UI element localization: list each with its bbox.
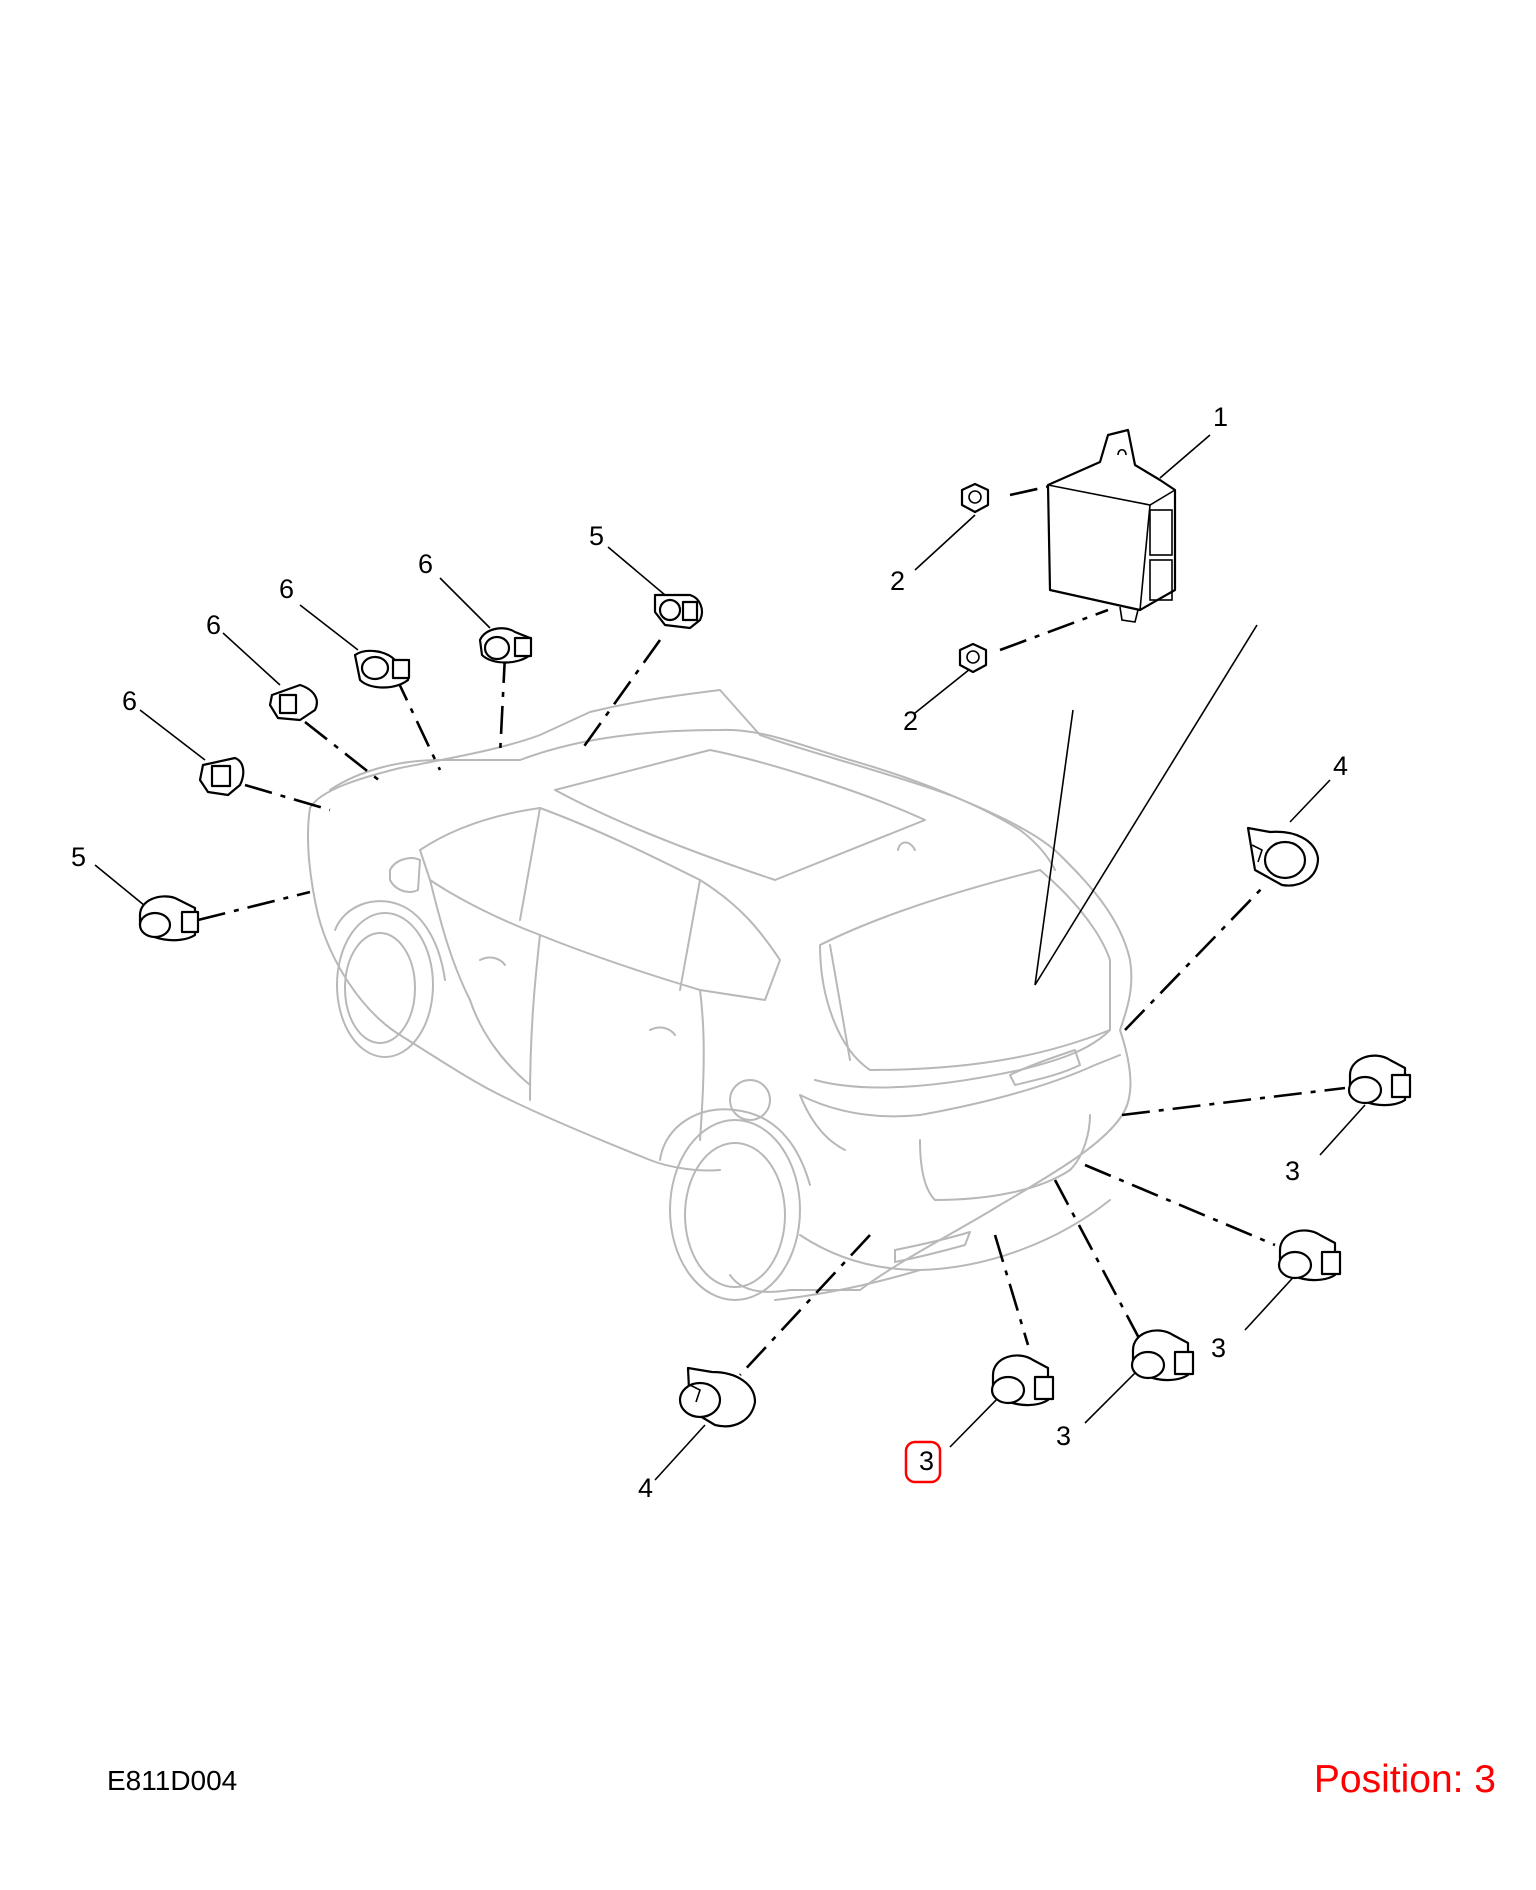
selected-callout-highlight <box>904 1440 942 1484</box>
callout-4-right[interactable]: 4 <box>1333 751 1348 781</box>
callout-leaders <box>94 434 1366 1481</box>
callout-6-a[interactable]: 6 <box>122 686 137 716</box>
callout-3-right-inner[interactable]: 3 <box>1211 1333 1226 1363</box>
sensor-6-d[interactable] <box>478 627 533 664</box>
nut-lower[interactable] <box>958 642 988 674</box>
sensor-5-front-right-corner[interactable] <box>653 593 704 630</box>
sensor-5-front-left-corner[interactable] <box>138 895 200 942</box>
callout-5-right[interactable]: 5 <box>589 521 604 551</box>
sensor-3-center-right[interactable] <box>1130 1329 1195 1382</box>
sensor-6-a[interactable] <box>198 756 245 797</box>
callout-6-b[interactable]: 6 <box>206 610 221 640</box>
drawing-code: E811D004 <box>107 1765 238 1796</box>
sensor-4-right-corner[interactable] <box>1246 826 1320 887</box>
park-assist-control-module[interactable] <box>1046 428 1177 623</box>
callout-2-upper[interactable]: 2 <box>890 566 905 596</box>
position-label: Position: 3 <box>1313 1758 1496 1801</box>
sensor-3-right-outer[interactable] <box>1347 1054 1412 1107</box>
callout-6-c[interactable]: 6 <box>279 574 294 604</box>
callout-4-left[interactable]: 4 <box>638 1473 653 1503</box>
sensor-4-left-corner[interactable] <box>678 1366 757 1428</box>
callout-labels: 1 2 2 3 3 3 3 4 4 5 5 6 6 6 6 <box>71 402 1348 1503</box>
callout-3-right-outer[interactable]: 3 <box>1285 1156 1300 1186</box>
callout-5-left[interactable]: 5 <box>71 842 86 872</box>
sensor-3-center-left[interactable] <box>990 1354 1055 1407</box>
sensor-6-c[interactable] <box>353 649 411 689</box>
callout-1[interactable]: 1 <box>1213 402 1228 432</box>
callout-3-center-right[interactable]: 3 <box>1056 1421 1071 1451</box>
sensor-6-b[interactable] <box>268 683 318 722</box>
dash-dot-lines <box>197 473 1346 1376</box>
nut-upper[interactable] <box>960 482 990 514</box>
callout-6-d[interactable]: 6 <box>418 549 433 579</box>
callout-3-center-left[interactable]: 3 <box>919 1446 934 1476</box>
module-pointer-lines <box>1034 624 1258 986</box>
sensor-3-right-inner[interactable] <box>1277 1229 1342 1282</box>
vehicle-outline <box>306 689 1133 1301</box>
callout-2-lower[interactable]: 2 <box>903 706 918 736</box>
